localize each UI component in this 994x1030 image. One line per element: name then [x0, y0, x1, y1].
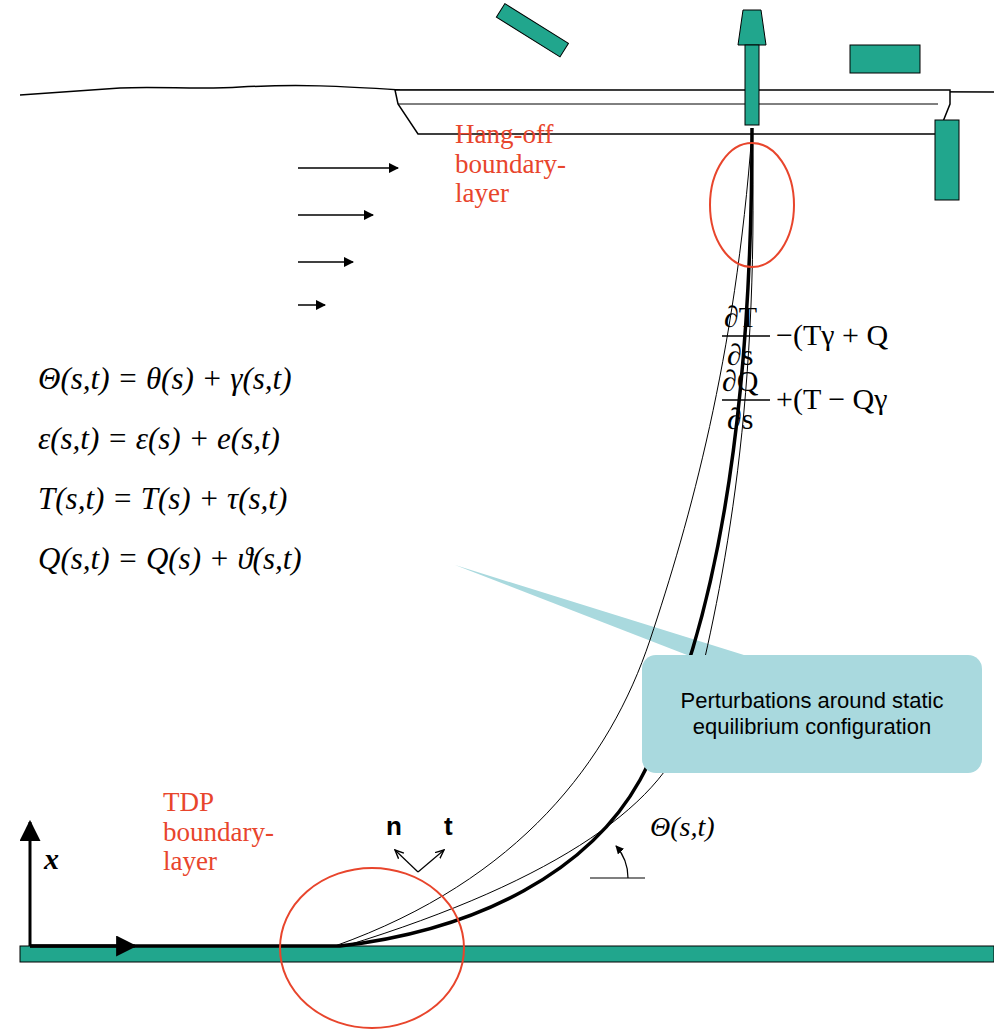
derrick [738, 10, 766, 45]
seabed [20, 946, 994, 962]
callout-text: Perturbations around static equilibrium … [656, 688, 968, 741]
fraction-bar [722, 399, 770, 401]
region-label: TDP boundary- layer [163, 788, 281, 877]
axis-x [30, 945, 135, 948]
crane-boom [496, 4, 568, 57]
riser-displaced [345, 132, 753, 946]
current-arrow [298, 167, 398, 169]
tdp-ellipse [280, 868, 464, 1028]
current-arrow [298, 261, 353, 263]
equation: Θ(s,t) = θ(s) + γ(s,t) [38, 362, 292, 396]
normal-vector [395, 850, 418, 872]
region-label: Hang-off boundary- layer [455, 120, 573, 209]
angle-label: Θ(s,t) [650, 812, 715, 843]
equation-term: +(T − Qγ [776, 382, 888, 415]
hull-deck-line [398, 104, 938, 105]
tangent-vector [418, 850, 444, 872]
angle-arc [616, 846, 628, 878]
deck-house [850, 45, 920, 73]
horizontal-reference [590, 877, 645, 878]
equation-term: ∂s [727, 402, 754, 435]
equation-term: ∂Q [722, 364, 759, 397]
thruster [935, 120, 959, 200]
axis-vertical [29, 822, 32, 946]
hangoff-ellipse [710, 143, 794, 267]
axis-label: x [44, 842, 59, 875]
current-arrow [298, 304, 325, 306]
vector-label: t [444, 812, 453, 841]
vector-label: n [386, 812, 402, 841]
equation-term: −(Tγ + Q [776, 318, 888, 351]
current-arrow [298, 214, 373, 216]
callout-box: Perturbations around static equilibrium … [642, 655, 982, 773]
equation: Q(s,t) = Q(s) + ϑ(s,t) [38, 542, 302, 576]
equation-term: ∂T [724, 300, 757, 333]
equation: ε(s,t) = ε(s) + e(s,t) [38, 422, 280, 456]
riser [30, 128, 752, 946]
moonpool-pipe [745, 45, 759, 125]
equation: T(s,t) = T(s) + τ(s,t) [38, 482, 287, 516]
riser-displaced [335, 132, 752, 946]
